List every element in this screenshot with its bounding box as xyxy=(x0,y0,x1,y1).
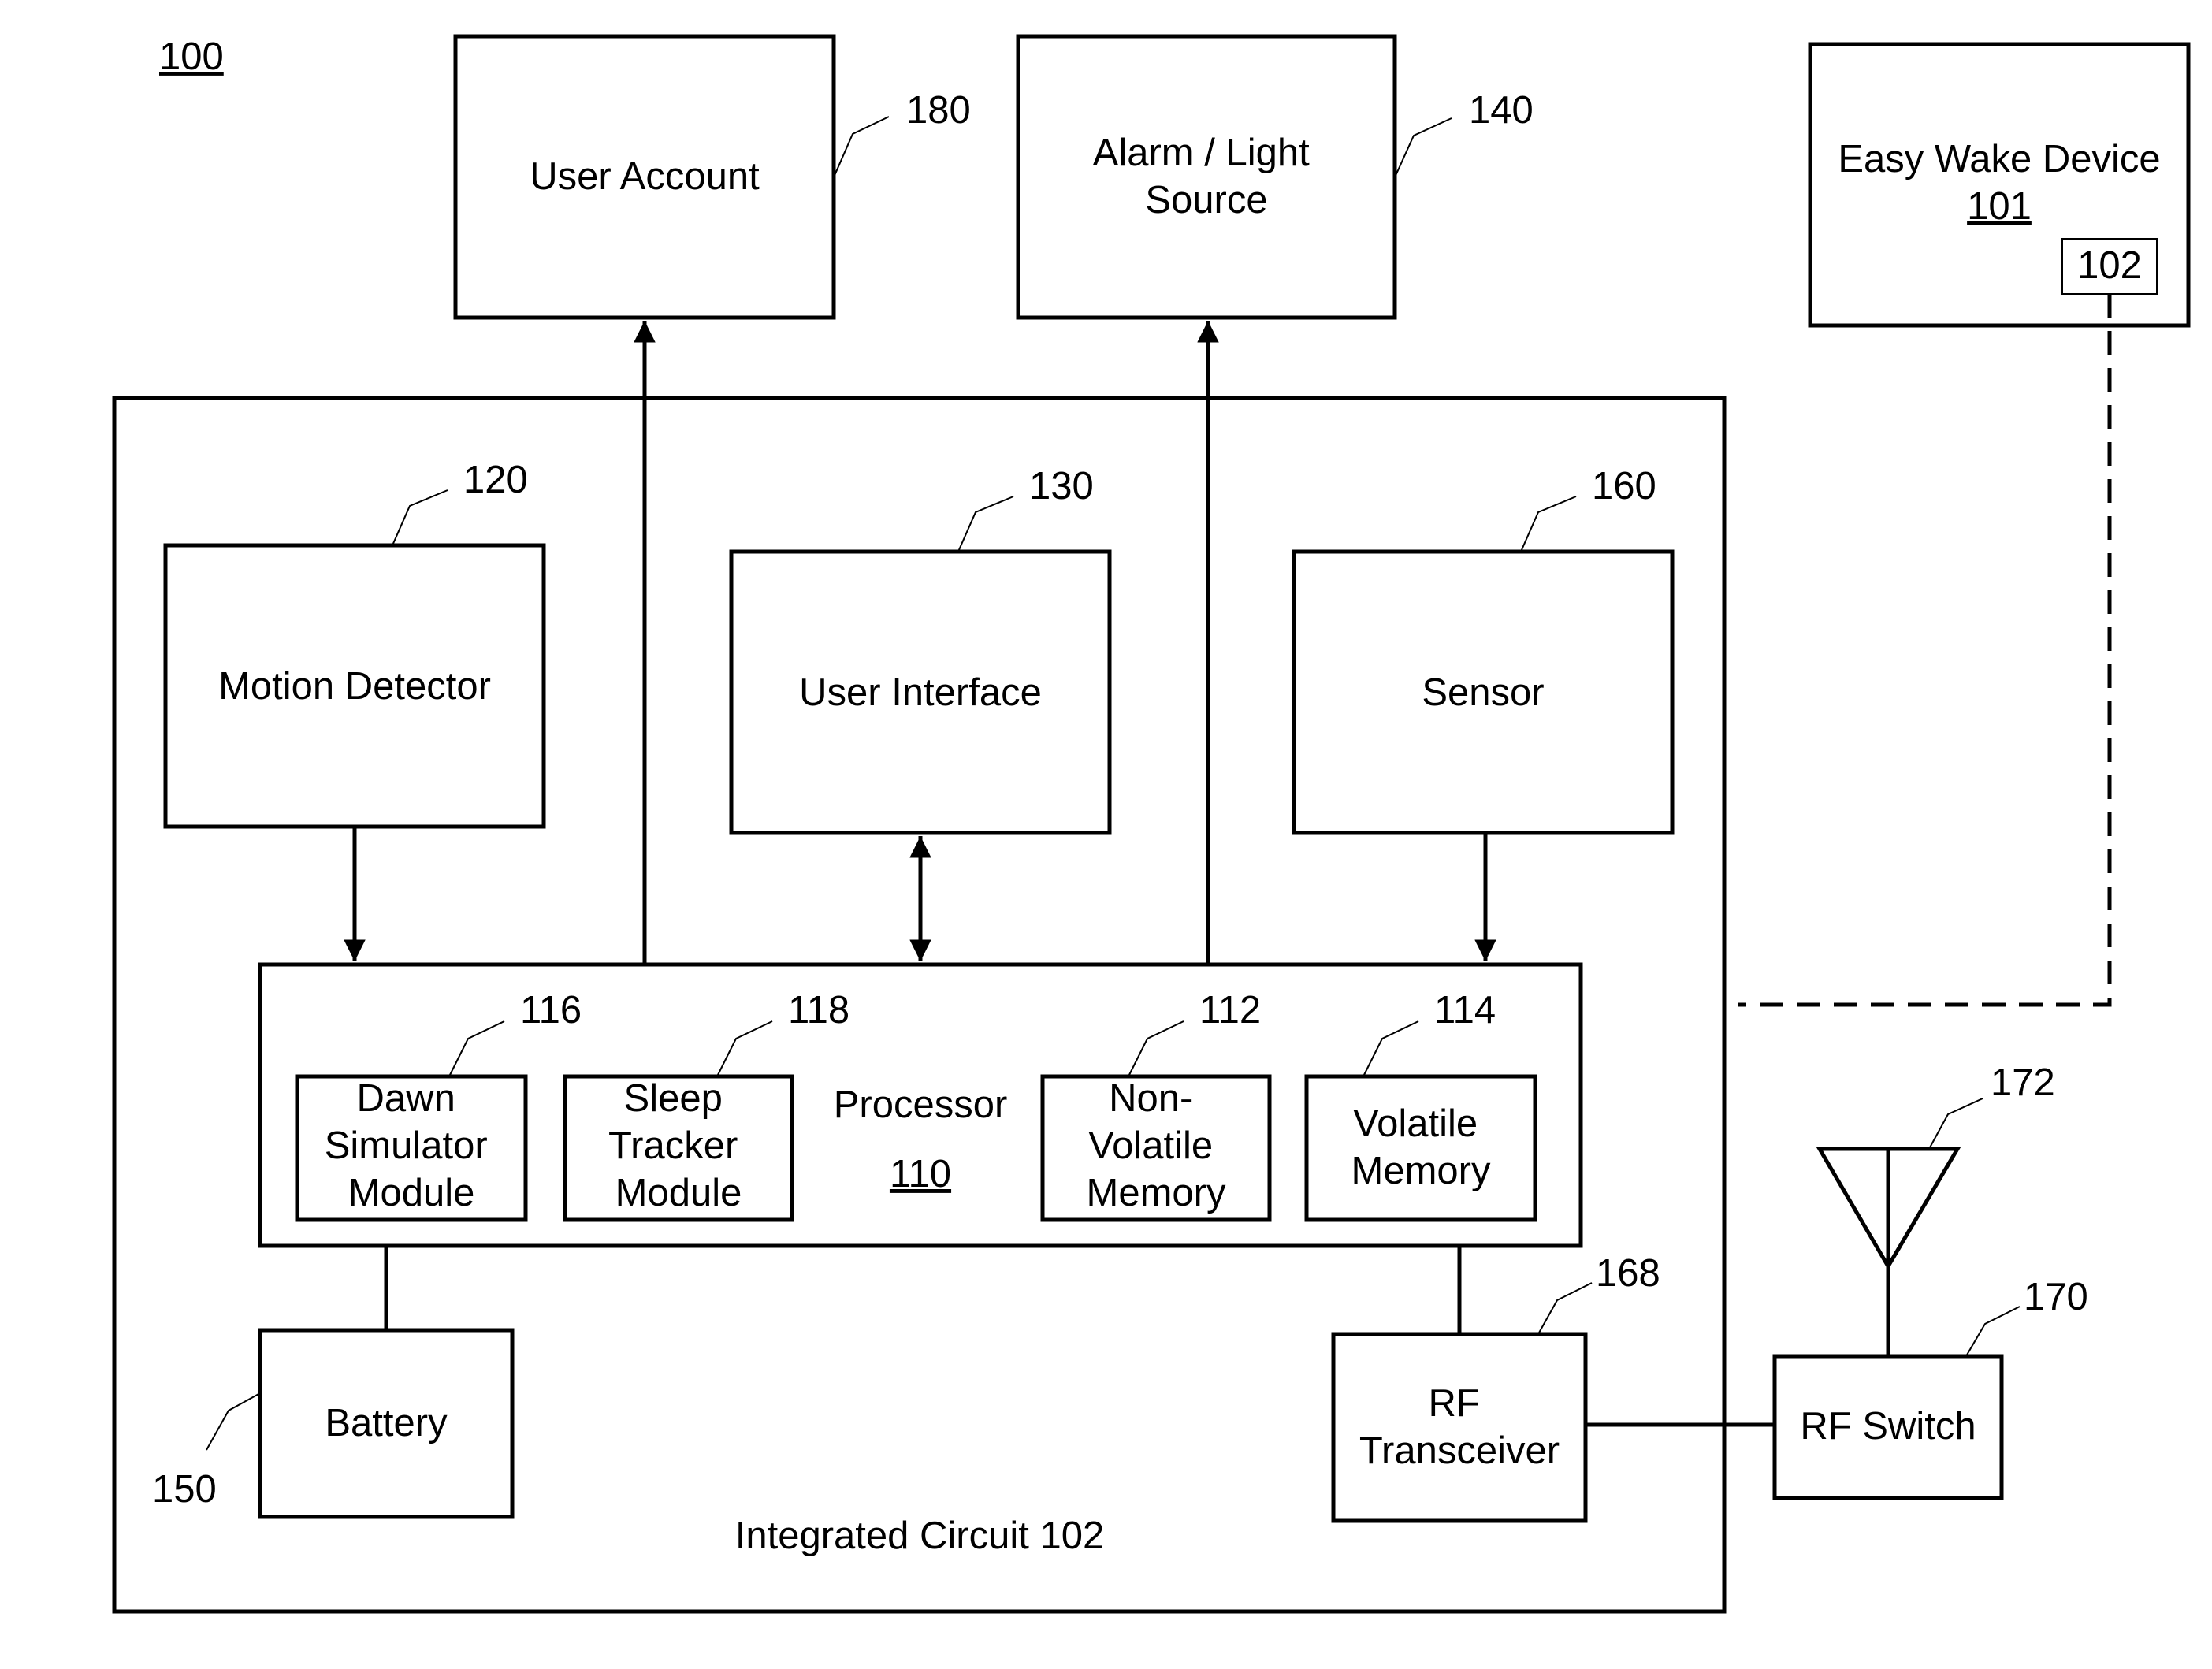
alarm-light-label-line: Alarm / Light xyxy=(1093,132,1310,174)
rf-transceiver-node: RF Transceiver 168 xyxy=(1333,1252,1660,1521)
alarm-light-node: Alarm / Light Source 140 xyxy=(1018,36,1534,318)
antenna-leader xyxy=(1929,1098,1983,1149)
sleep-tracker-label-line: Sleep xyxy=(624,1077,723,1120)
alarm-light-leader xyxy=(1395,118,1452,177)
user-interface-leader xyxy=(958,496,1013,552)
rf-switch-leader xyxy=(1966,1307,2020,1356)
volatile-ref: 114 xyxy=(1434,989,1496,1032)
motion-detector-leader xyxy=(392,490,448,545)
user-interface-node: User Interface 130 xyxy=(731,465,1110,833)
volatile-label-line: Volatile xyxy=(1353,1102,1478,1145)
volatile-label: Volatile Memory xyxy=(1351,1102,1491,1192)
alarm-light-label-line: Source xyxy=(1145,179,1267,221)
battery-label: Battery xyxy=(325,1402,448,1444)
easy-wake-number: 101 xyxy=(1967,185,2032,228)
user-account-leader xyxy=(834,117,889,177)
motion-detector-node: Motion Detector 120 xyxy=(165,459,544,827)
dawn-simulator-label-line: Module xyxy=(348,1172,475,1214)
volatile-memory-node: Volatile Memory 114 xyxy=(1307,989,1535,1220)
rf-switch-node: RF Switch 170 xyxy=(1775,1276,2088,1498)
non-volatile-label: Non- Volatile Memory xyxy=(1087,1077,1226,1214)
sleep-tracker-leader xyxy=(717,1021,772,1076)
processor-number: 110 xyxy=(890,1153,951,1195)
dawn-simulator-ref: 116 xyxy=(520,989,582,1032)
easy-wake-device-node: Easy Wake Device 101 102 xyxy=(1810,44,2188,325)
user-account-node: User Account 180 xyxy=(455,36,971,318)
easy-wake-chip-label: 102 xyxy=(2077,244,2142,287)
antenna: 172 xyxy=(1820,1061,2055,1356)
rf-transceiver-ref: 168 xyxy=(1596,1252,1660,1295)
user-account-label: User Account xyxy=(530,155,760,198)
sensor-ref: 160 xyxy=(1592,465,1656,507)
volatile-label-line: Memory xyxy=(1351,1150,1491,1192)
non-volatile-label-line: Memory xyxy=(1087,1172,1226,1214)
non-volatile-label-line: Non- xyxy=(1109,1077,1192,1120)
easy-wake-label: Easy Wake Device xyxy=(1838,138,2160,180)
non-volatile-memory-node: Non- Volatile Memory 112 xyxy=(1043,989,1270,1220)
motion-detector-ref: 120 xyxy=(463,459,528,501)
dawn-simulator-node: Dawn Simulator Module 116 xyxy=(297,989,582,1220)
sleep-tracker-label-line: Tracker xyxy=(608,1124,738,1167)
volatile-leader xyxy=(1363,1021,1418,1076)
user-account-ref: 180 xyxy=(906,89,971,132)
dawn-simulator-label-line: Simulator xyxy=(325,1124,488,1167)
user-interface-label: User Interface xyxy=(799,671,1042,714)
sleep-tracker-label: Sleep Tracker Module xyxy=(608,1077,749,1214)
figure-ref: 100 xyxy=(159,35,224,78)
sensor-label: Sensor xyxy=(1422,671,1544,714)
sensor-node: Sensor 160 xyxy=(1294,465,1672,833)
rf-transceiver-label: RF Transceiver xyxy=(1359,1382,1560,1472)
non-volatile-label-line: Volatile xyxy=(1088,1124,1213,1167)
sensor-leader xyxy=(1521,496,1576,552)
dawn-simulator-leader xyxy=(449,1021,504,1076)
non-volatile-ref: 112 xyxy=(1199,989,1261,1032)
battery-ref: 150 xyxy=(152,1468,217,1511)
antenna-ref: 172 xyxy=(1991,1061,2055,1104)
rf-transceiver-leader xyxy=(1538,1283,1592,1334)
rf-switch-label: RF Switch xyxy=(1800,1405,1976,1448)
user-interface-ref: 130 xyxy=(1029,465,1094,507)
battery-leader xyxy=(206,1393,260,1450)
rf-switch-ref: 170 xyxy=(2024,1276,2088,1318)
wireless-link-dashed xyxy=(1738,294,2110,1005)
sleep-tracker-ref: 118 xyxy=(788,989,849,1032)
dawn-simulator-label: Dawn Simulator Module xyxy=(325,1077,499,1214)
non-volatile-leader xyxy=(1128,1021,1184,1076)
motion-detector-label: Motion Detector xyxy=(218,665,491,708)
sleep-tracker-node: Sleep Tracker Module 118 xyxy=(565,989,849,1220)
rf-transceiver-label-line: Transceiver xyxy=(1359,1429,1560,1472)
battery-node: Battery 150 xyxy=(152,1330,512,1517)
alarm-light-ref: 140 xyxy=(1469,89,1534,132)
rf-transceiver-label-line: RF xyxy=(1429,1382,1480,1425)
alarm-light-label: Alarm / Light Source xyxy=(1093,132,1321,221)
dawn-simulator-label-line: Dawn xyxy=(357,1077,455,1120)
antenna-symbol xyxy=(1820,1149,1957,1356)
integrated-circuit-label: Integrated Circuit 102 xyxy=(735,1515,1105,1557)
sleep-tracker-label-line: Module xyxy=(615,1172,742,1214)
processor-label: Processor xyxy=(834,1084,1008,1126)
